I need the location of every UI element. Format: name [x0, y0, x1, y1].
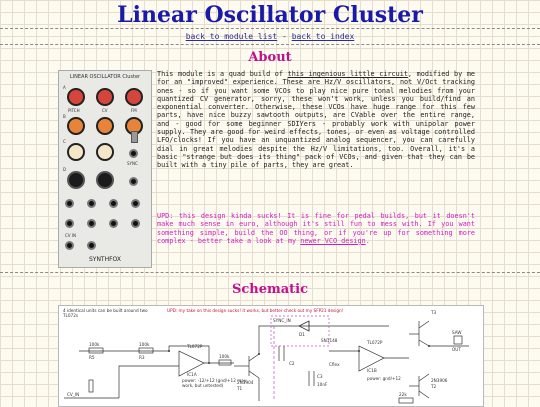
out-label: OUT	[452, 347, 461, 352]
resistor-label: 100k	[89, 342, 100, 347]
cv-label: CV	[102, 108, 108, 113]
cv-knob-b	[96, 117, 114, 135]
resistor-ref: R5	[89, 355, 95, 360]
divider	[0, 272, 540, 273]
capacitor-ref: C3	[317, 374, 323, 379]
about-heading: About	[248, 50, 292, 65]
schematic-drawing	[64, 315, 469, 404]
out-jack-2	[131, 199, 140, 208]
divider	[0, 44, 540, 45]
pitch-knob-c	[67, 143, 85, 161]
out-jack-1	[109, 199, 118, 208]
cv-jack-1	[65, 199, 74, 208]
power-note-a: power: -12/+12 (gnd/+12 may work, but un…	[182, 378, 247, 388]
back-to-module-list-link[interactable]: back to module list	[185, 32, 278, 41]
newer-vco-link[interactable]: newer VCO design	[300, 236, 366, 245]
sync-jack-c	[129, 149, 138, 158]
cv-knob-d	[96, 171, 114, 189]
pitch-knob-a	[67, 88, 85, 106]
brand-logo: SYNTHFOX	[88, 256, 122, 263]
transistor-label: 2N3904	[237, 380, 254, 385]
cv-knob-a	[96, 88, 114, 106]
power-note-b: power: gnd/+12	[367, 376, 401, 381]
units-note: 4 identical units can be built around tw…	[63, 308, 148, 318]
capacitor-ref: C2	[289, 361, 295, 366]
diode-ref: D1	[299, 332, 305, 337]
update-text: .	[365, 236, 370, 245]
row-letter-a: A	[63, 85, 66, 90]
upd-note: UPD: my take on this design sucks! it wo…	[167, 308, 344, 313]
update-paragraph: UPD: this design kinda sucks! It is fine…	[157, 212, 475, 245]
panel-title: LINEAR OSCILLATOR Cluster	[69, 74, 141, 80]
capacitor-value: 10nF	[317, 382, 328, 387]
schematic-image: 4 identical units can be built around tw…	[58, 305, 484, 407]
schematic-heading: Schematic	[231, 282, 309, 297]
sync-in-label: SYNC_IN	[273, 318, 291, 323]
module-photo: LINEAR OSCILLATOR Cluster A PITCH CV FM …	[58, 70, 152, 268]
cv-in-label: CV IN	[65, 233, 76, 238]
nav-links: back to module list - back to index	[0, 32, 540, 41]
out-jack-4	[131, 219, 140, 228]
range-switch	[131, 131, 138, 143]
resistor-label: 100k	[139, 342, 150, 347]
page-title: Linear Oscillator Cluster	[117, 2, 423, 28]
transistor-ref: T1	[237, 386, 243, 391]
resistor-label: 100k	[219, 354, 230, 359]
cv-in-jack-2	[87, 241, 96, 250]
ic1a-label: IC1A	[187, 372, 197, 377]
update-text: UPD: this design kinda sucks! It is fine…	[157, 212, 475, 245]
cv-knob-c	[96, 143, 114, 161]
resistor-ref: R3	[139, 355, 145, 360]
row-letter-c: C	[63, 139, 66, 144]
about-text: , modified by me for an "improved" exper…	[157, 70, 476, 170]
saw-label: SAW	[452, 330, 462, 335]
opamp-a-label: TL072P	[187, 344, 203, 349]
diode-label: SN1148	[321, 338, 338, 343]
pitch-knob-b	[67, 117, 85, 135]
transistor-label: 2N3906	[431, 378, 448, 383]
sync-label: SYNC	[127, 161, 138, 166]
back-to-index-link[interactable]: back to index	[291, 32, 355, 41]
fm-knob-a	[125, 88, 143, 106]
sync-jack-d	[129, 177, 138, 186]
fm-jack-1	[87, 199, 96, 208]
resistor-label: 22k	[399, 392, 407, 397]
capacitor-label: Cflex	[329, 362, 340, 367]
out-jack-3	[109, 219, 118, 228]
row-letter-b: B	[63, 114, 66, 119]
ic1b-label: IC1B	[367, 368, 377, 373]
row-letter-d: D	[63, 167, 67, 172]
divider	[0, 28, 540, 29]
opamp-b-label: TL072P	[367, 340, 383, 345]
nav-separator: -	[282, 32, 287, 41]
about-text: This module is a quad build of	[157, 70, 288, 78]
cv-in-jack	[65, 241, 74, 250]
circuit-link[interactable]: this ingenious little circuit	[287, 70, 408, 78]
transistor-ref: T3	[431, 310, 437, 315]
pitch-knob-d	[67, 171, 85, 189]
fm-jack-2	[87, 219, 96, 228]
transistor-ref: T2	[431, 384, 437, 389]
cv-jack-2	[65, 219, 74, 228]
cv-in-label: CV_IN	[67, 392, 80, 397]
about-paragraph: This module is a quad build of this inge…	[157, 70, 475, 170]
fm-label: FM	[131, 108, 137, 113]
pitch-label: PITCH	[68, 108, 80, 113]
